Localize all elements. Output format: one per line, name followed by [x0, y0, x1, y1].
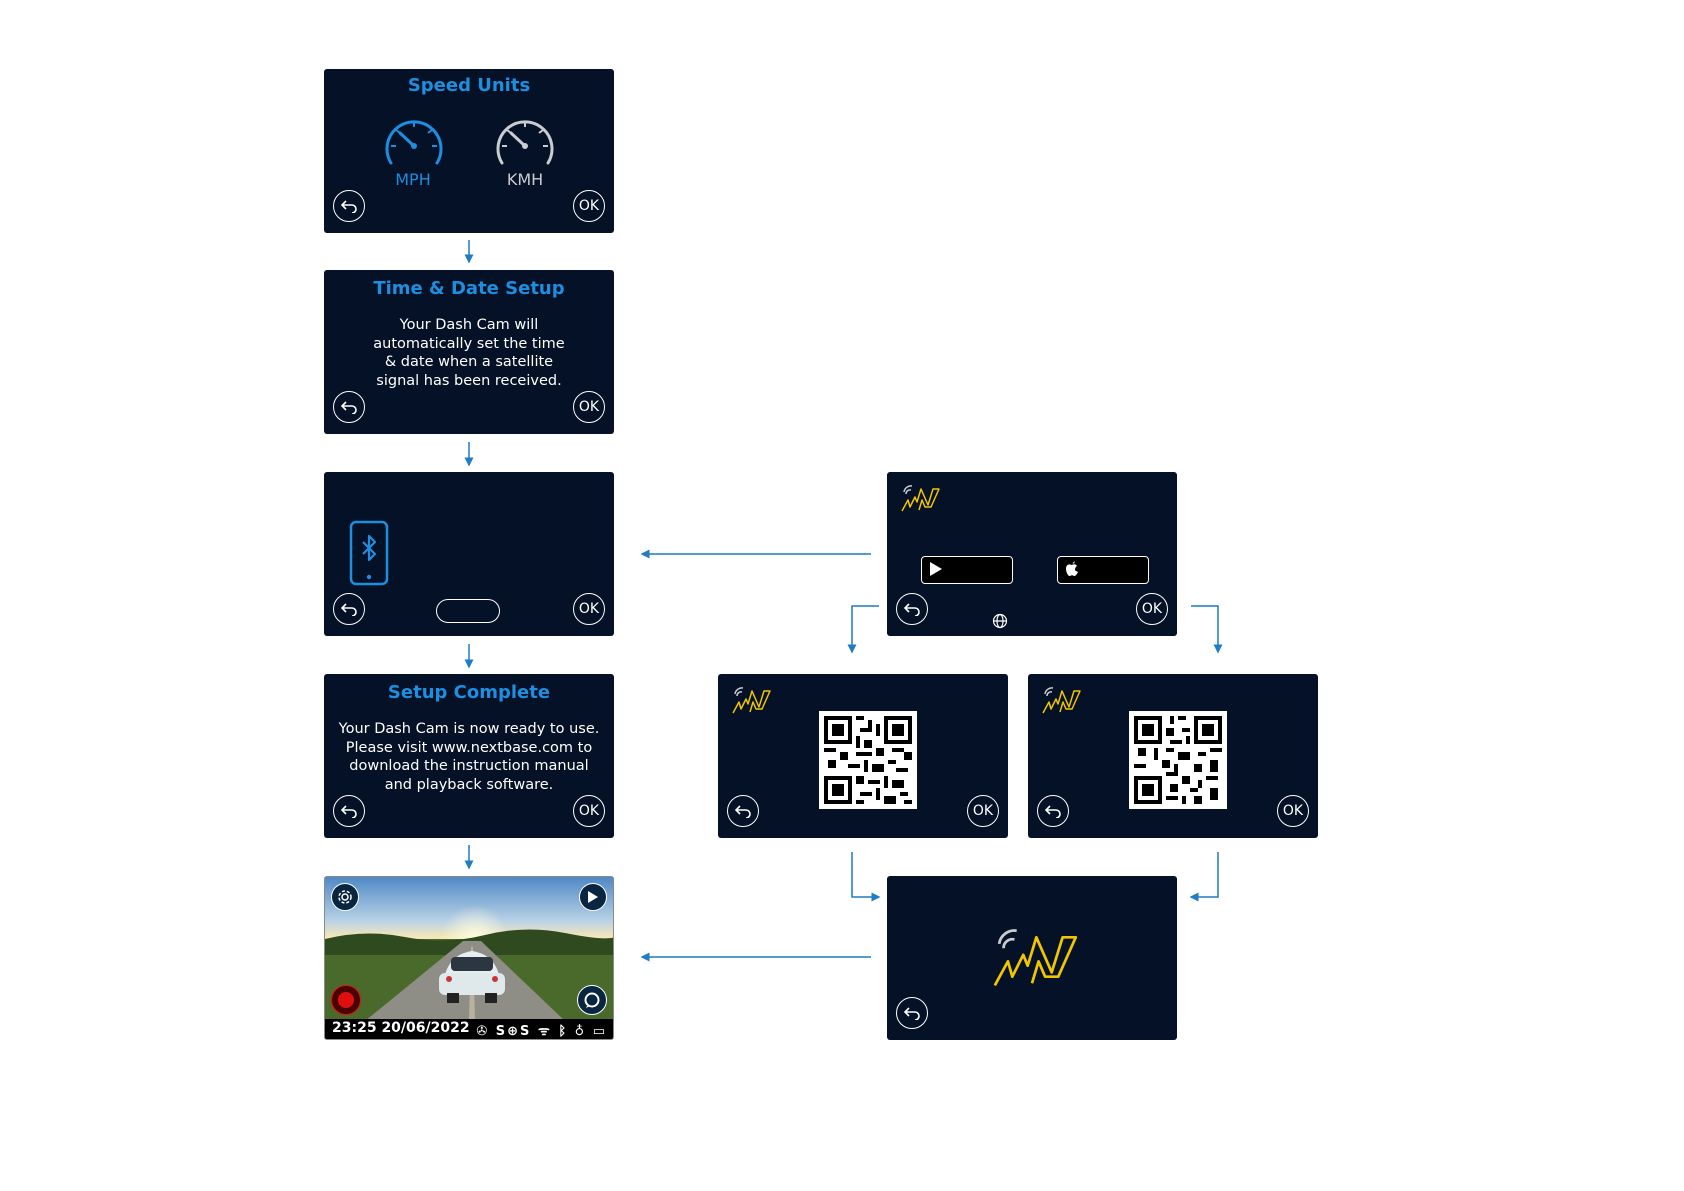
back-arrow-icon [340, 805, 357, 818]
ok-button[interactable]: OK [573, 593, 605, 625]
apple-icon [1066, 561, 1078, 576]
setup-complete-screen: Setup Complete Your Dash Cam is now read… [324, 674, 614, 838]
car-icon [439, 951, 505, 1003]
qr-ios-screen: OK [1028, 674, 1318, 838]
kmh-gauge-icon[interactable] [494, 113, 556, 169]
qr-code-icon [1134, 716, 1222, 804]
back-button[interactable] [896, 593, 928, 625]
back-button[interactable] [333, 190, 365, 222]
record-dot-icon [338, 992, 354, 1008]
alexa-button[interactable] [577, 985, 607, 1015]
qr-code-ios [1129, 711, 1227, 809]
mynextbase-logo [1042, 687, 1081, 714]
gear-icon [338, 890, 352, 904]
google-play-button[interactable] [921, 556, 1013, 584]
time-date-screen: Time & Date Setup Your Dash Cam will aut… [324, 270, 614, 434]
mynextbase-logo [901, 485, 940, 512]
mynextbase-logo [732, 687, 771, 714]
settings-button[interactable] [331, 883, 359, 911]
record-button[interactable] [331, 985, 361, 1015]
ok-button[interactable]: OK [573, 190, 605, 222]
ok-button[interactable]: OK [573, 391, 605, 423]
back-arrow-icon [340, 200, 357, 213]
speed-units-screen: Speed Units MPH KMH OK [324, 69, 614, 233]
arrow-app-to-qr-android [847, 605, 879, 654]
kmh-label[interactable]: KMH [506, 170, 544, 189]
back-arrow-icon [734, 805, 751, 818]
back-button[interactable] [333, 391, 365, 423]
app-store-button[interactable] [1057, 556, 1149, 584]
play-icon [588, 891, 598, 903]
ok-button[interactable]: OK [573, 795, 605, 827]
speed-units-title: Speed Units [407, 75, 531, 96]
back-arrow-icon [1044, 805, 1061, 818]
live-view-screen: 23:25 20/06/2022 ✇ S⊕S ᯤ ᛒ ♁ ▭ [324, 876, 614, 1040]
bluetooth-screen: OK [324, 472, 614, 636]
mph-label[interactable]: MPH [395, 170, 431, 189]
back-button[interactable] [727, 795, 759, 827]
playback-button[interactable] [579, 883, 607, 911]
qr-code-android [819, 711, 917, 809]
time-date-message: Your Dash Cam will automatically set the… [373, 317, 565, 389]
arrow-qr-android-to-logo [851, 852, 881, 902]
bluetooth-phone-icon [349, 520, 389, 586]
arrow-app-to-qr-ios [1191, 605, 1223, 654]
qr-android-screen: OK [718, 674, 1008, 838]
back-arrow-icon [903, 603, 920, 616]
back-arrow-icon [903, 1007, 920, 1020]
ok-button[interactable]: OK [1136, 593, 1168, 625]
arrow-qr-ios-to-logo [1189, 852, 1219, 902]
qr-code-icon [824, 716, 912, 804]
status-icons: ✇ S⊕S ᯤ ᛒ ♁ ▭ [476, 1024, 607, 1039]
mph-gauge-icon[interactable] [383, 113, 445, 169]
back-button[interactable] [896, 997, 928, 1029]
pair-button[interactable] [436, 599, 500, 623]
status-bar: 23:25 20/06/2022 ✇ S⊕S ᯤ ᛒ ♁ ▭ [325, 1019, 613, 1039]
ok-button[interactable]: OK [967, 795, 999, 827]
globe-icon[interactable] [992, 613, 1008, 629]
google-play-icon [930, 562, 942, 576]
mynextbase-logo [993, 929, 1078, 987]
alexa-icon [584, 992, 600, 1008]
timestamp: 23:25 20/06/2022 [332, 1020, 470, 1036]
setup-complete-title: Setup Complete [387, 682, 551, 703]
road-scene-image [325, 877, 613, 1021]
app-download-screen: OK [887, 472, 1177, 636]
back-arrow-icon [340, 401, 357, 414]
back-button[interactable] [1037, 795, 1069, 827]
back-arrow-icon [340, 603, 357, 616]
time-date-title: Time & Date Setup [373, 278, 565, 299]
ok-button[interactable]: OK [1277, 795, 1309, 827]
setup-complete-message: Your Dash Cam is now ready to use. Pleas… [338, 721, 600, 793]
back-button[interactable] [333, 593, 365, 625]
back-button[interactable] [333, 795, 365, 827]
mynextbase-screen [887, 876, 1177, 1040]
